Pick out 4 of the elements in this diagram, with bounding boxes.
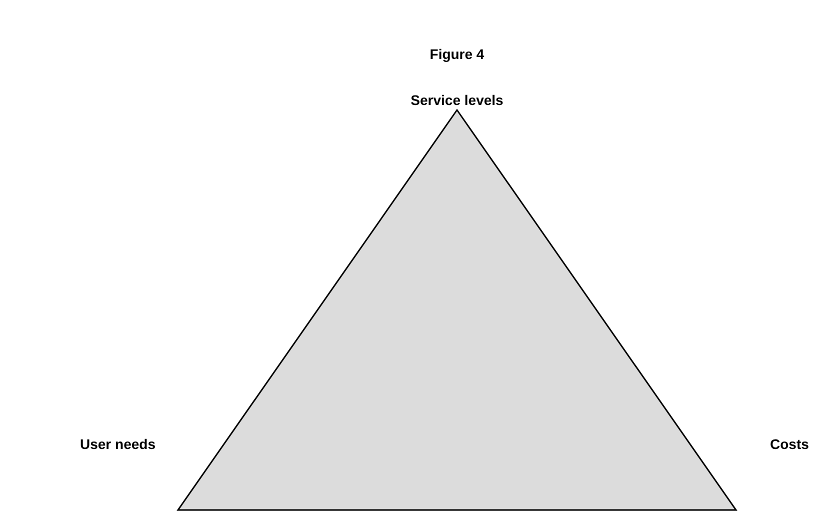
vertex-label: User needs [80,435,156,454]
vertex-label: Costs [770,435,809,454]
vertex-label: Service levels [410,91,504,110]
figure-title: Figure 4 [430,45,484,64]
